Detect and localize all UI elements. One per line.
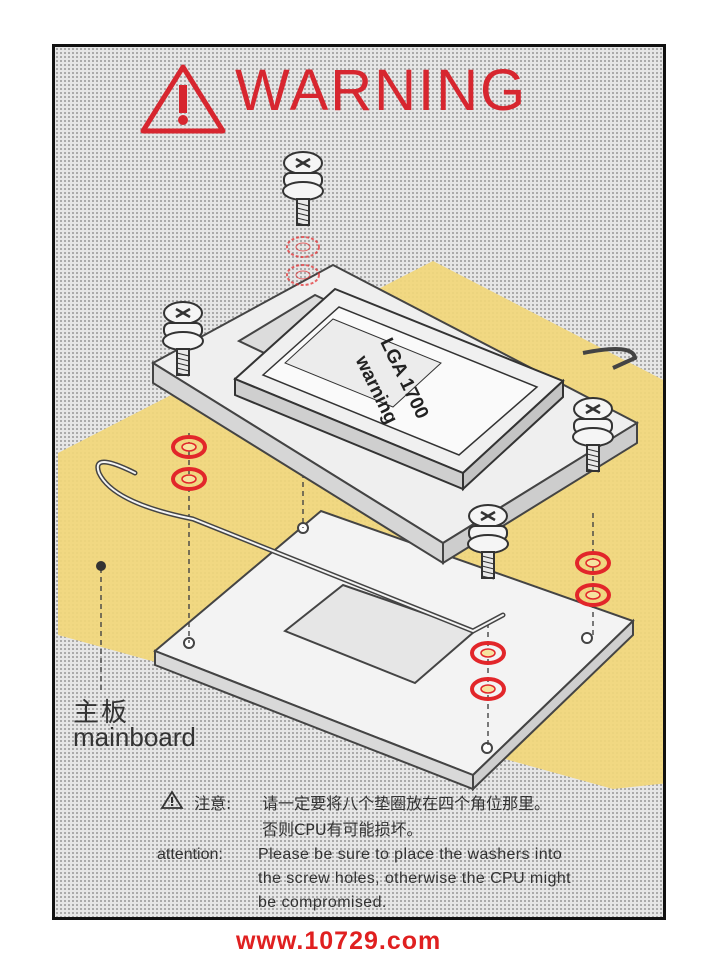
- washer-icon: [575, 583, 611, 607]
- warning-triangle-icon: [140, 64, 226, 134]
- washer-icon: [171, 467, 207, 491]
- mainboard-pointer-dot: [96, 561, 106, 571]
- washer-ghost-icon: [286, 236, 320, 258]
- screw-icon: [572, 397, 614, 473]
- washer-ghost-icon: [286, 264, 320, 286]
- attention-text-en-line-2: the screw holes, otherwise the CPU might: [258, 870, 572, 887]
- backplate: [153, 509, 635, 792]
- assembly-illustration: LGA 1700 warning: [58, 64, 663, 792]
- washer-icon: [575, 551, 611, 575]
- website-link[interactable]: www.10729.com: [236, 927, 442, 955]
- attention-text-zh-line-2: 否则CPU有可能损坏。: [262, 820, 423, 839]
- attention-triangle-icon: [160, 790, 184, 809]
- washer-icon: [470, 677, 506, 701]
- attention-text-en-line-1: Please be sure to place the washers into: [258, 846, 563, 863]
- warning-title: WARNING: [235, 58, 528, 123]
- attention-label-zh: 注意:: [194, 794, 232, 813]
- lever-hook: [582, 347, 638, 370]
- screw-icon: [467, 504, 509, 580]
- screw-icon: [282, 151, 324, 227]
- cpu-chip: [233, 287, 565, 492]
- illustration-frame: LGA 1700 warning: [52, 44, 666, 920]
- washer-icon: [171, 435, 207, 459]
- attention-label-en: attention:: [157, 846, 223, 863]
- mainboard-label-zh: 主板: [73, 698, 130, 728]
- screw-icon: [162, 301, 204, 377]
- attention-text-zh-line-1: 请一定要将八个垫圈放在四个角位那里。: [262, 794, 551, 813]
- mainboard-label-en: mainboard: [73, 722, 196, 752]
- attention-text-en-line-3: be compromised.: [258, 894, 387, 911]
- washer-icon: [470, 641, 506, 665]
